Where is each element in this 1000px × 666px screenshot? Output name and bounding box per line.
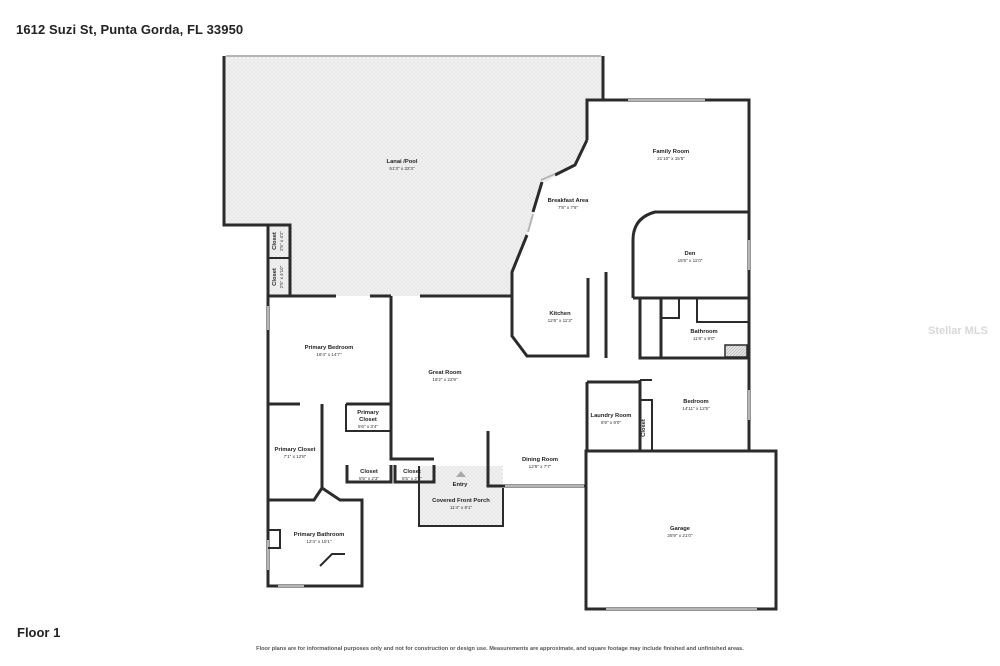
- primary-bedroom-dim: 16'4" x 14'7": [316, 352, 342, 357]
- entry-arrow-icon: [456, 471, 466, 477]
- bedroom-name: Bedroom: [683, 399, 708, 405]
- breakfast-area-dim: 7'8" x 7'6": [558, 205, 578, 210]
- den-dim: 15'5" x 11'0": [678, 258, 703, 263]
- great-room-name: Great Room: [428, 370, 461, 376]
- closet-b-name: Closet: [403, 469, 421, 475]
- bedroom-dim: 14'11" x 12'5": [682, 406, 710, 411]
- closet-v1-dim: 2'5" x 4'2": [279, 231, 284, 251]
- closet-a-dim: 5'5" x 2'3": [359, 476, 379, 481]
- closet-v2-name: Closet: [272, 268, 278, 286]
- primary-closet-small-name-1: Primary: [357, 410, 379, 416]
- bathroom-dim: 11'6" x 8'0": [693, 336, 716, 341]
- primary-closet-small-dim: 5'6" x 3'4": [358, 424, 378, 429]
- closet-b-dim: 5'5" x 2'3": [402, 476, 422, 481]
- kitchen-name: Kitchen: [549, 311, 571, 317]
- lanai-name: Lanai /Pool: [387, 159, 418, 165]
- family-room-dim: 21'10" x 15'5": [657, 156, 685, 161]
- garage-name: Garage: [670, 526, 691, 532]
- watermark-logo: Stellar MLS: [928, 325, 988, 337]
- closet-v3-name: Closet: [641, 419, 647, 437]
- lanai-dim: 51'3" x 32'3": [389, 166, 415, 171]
- property-address: 1612 Suzi St, Punta Gorda, FL 33950: [16, 22, 244, 37]
- great-room-dim: 18'2" x 22'9": [432, 377, 458, 382]
- closet-v2-dim: 2'5" x 4'10": [279, 265, 284, 288]
- primary-bathroom-name: Primary Bathroom: [294, 532, 345, 538]
- den-name: Den: [685, 251, 696, 257]
- kitchen-dim: 12'6" x 11'3": [548, 318, 573, 323]
- disclaimer-text: Floor plans are for informational purpos…: [256, 646, 744, 652]
- primary-closet-name: Primary Closet: [275, 447, 316, 453]
- house-walls: [266, 98, 778, 611]
- dining-room-dim: 12'8" x 7'7": [529, 464, 552, 469]
- bathroom-name: Bathroom: [690, 329, 717, 335]
- primary-bathroom-dim: 12'4" x 15'1": [306, 539, 332, 544]
- shower-tile: [724, 344, 748, 358]
- porch-name: Covered Front Porch: [432, 498, 490, 504]
- floor-label: Floor 1: [17, 625, 61, 640]
- laundry-room-name: Laundry Room: [591, 413, 632, 419]
- primary-closet-small-name-2: Closet: [359, 417, 377, 423]
- primary-bedroom-name: Primary Bedroom: [305, 345, 354, 351]
- primary-closet-dim: 7'1" x 12'8": [284, 454, 307, 459]
- family-room-name: Family Room: [653, 149, 689, 155]
- room-labels: Lanai /Pool 51'3" x 32'3" Family Room 21…: [272, 149, 718, 544]
- porch-dim: 11'4" x 8'1": [450, 505, 473, 510]
- lanai-area: [222, 55, 605, 296]
- closet-a-name: Closet: [360, 469, 378, 475]
- dining-room-name: Dining Room: [522, 457, 558, 463]
- entry-name: Entry: [453, 482, 469, 488]
- breakfast-area-name: Breakfast Area: [548, 198, 589, 204]
- closet-v1-name: Closet: [272, 232, 278, 250]
- laundry-room-dim: 6'9" x 9'0": [601, 420, 621, 425]
- garage-dim: 25'9" x 21'0": [667, 533, 693, 538]
